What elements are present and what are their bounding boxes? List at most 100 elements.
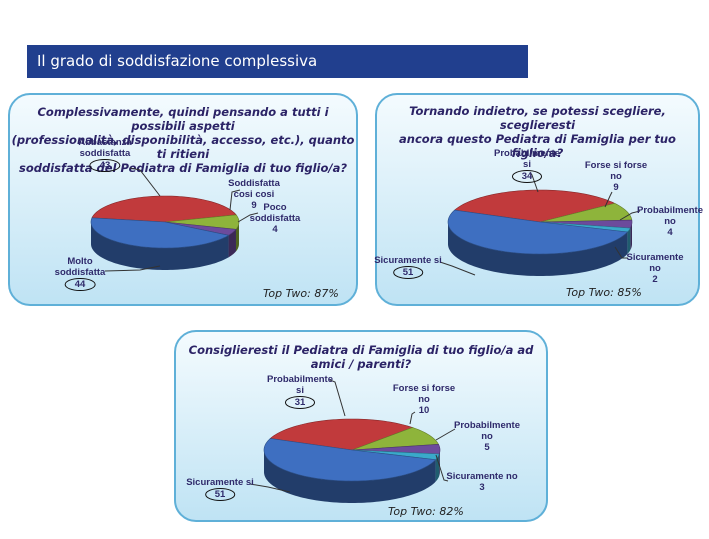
- pie-slice-side: [448, 222, 628, 276]
- question-line: Consiglieresti il Pediatra di Famiglia d…: [188, 343, 534, 371]
- pie-chart-3: [263, 418, 441, 503]
- slice-value: 2: [652, 274, 658, 285]
- slice-value: 10: [418, 405, 430, 416]
- slice-value: 43: [89, 159, 121, 172]
- question: Consiglieresti il Pediatra di Famiglia d…: [176, 343, 546, 371]
- pie-slice-sicuramente-si: [263, 438, 437, 482]
- label-line: Sicuramente no: [446, 471, 518, 482]
- label-line: soddisfatta: [249, 213, 301, 224]
- pie-slice-side: [630, 222, 632, 251]
- pie-slice-side: [439, 450, 440, 476]
- label-line: Molto: [67, 256, 93, 267]
- leader-lines: [104, 167, 641, 493]
- question-line: ancora questo Pediatra di Famiglia per t…: [399, 132, 676, 160]
- pie-slice-soddisfatta-cosi-cosi: [164, 214, 240, 230]
- leader-line: [439, 261, 476, 276]
- slice-label: Soddisfatta cosi cosi 9: [228, 178, 280, 211]
- slice-label: Sicuramente si 51: [374, 255, 442, 279]
- label-line: soddisfatta: [54, 267, 106, 278]
- leader-line: [237, 212, 259, 223]
- question: Complessivamente, quindi pensando a tutt…: [10, 105, 356, 175]
- slice-label: Forse si forse no 10: [393, 383, 455, 416]
- label-line: Probabilmente: [637, 205, 703, 216]
- pie-slice-side: [264, 450, 436, 503]
- label-line: Sicuramente si: [374, 255, 442, 266]
- slice-value: 34: [511, 170, 543, 183]
- slice-value: 5: [484, 442, 490, 453]
- slice-label: Sicuramente si 51: [186, 477, 254, 501]
- leader-line: [614, 246, 628, 259]
- top-two-annotation: Top Two: 85%: [566, 286, 642, 299]
- label-line: no: [649, 263, 661, 274]
- label-line: si: [523, 159, 531, 170]
- question: Tornando indietro, se potessi scegliere,…: [377, 104, 698, 160]
- slice-value: 4: [272, 224, 278, 235]
- slice-label: Poco soddisfatta 4: [250, 202, 301, 235]
- pie-slice-forse-si-forse-no: [351, 427, 440, 451]
- slice-label: Probabilmente no 4: [637, 205, 703, 238]
- slice-label: Probabilmente si 31: [267, 374, 333, 409]
- slice-label: Probabilmente si 34: [494, 148, 560, 183]
- label-line: Sicuramente si: [186, 477, 254, 488]
- top-two-annotation: Top Two: 82%: [388, 505, 464, 518]
- slide-title: Il grado di soddisfazione complessiva: [27, 45, 528, 78]
- label-line: no: [610, 171, 622, 182]
- slice-label: Sicuramente no 2: [626, 252, 683, 285]
- top-two-annotation: Top Two: 87%: [263, 287, 339, 300]
- question-line: (professionalità, disponibilità, accesso…: [11, 133, 355, 161]
- leader-line: [104, 265, 161, 272]
- pie-slice-probabilmente-si: [453, 189, 616, 223]
- label-line: no: [418, 394, 430, 405]
- label-line: Abbastanza: [78, 137, 132, 148]
- label-line: Forse si forse: [584, 160, 648, 171]
- slice-value: 44: [64, 278, 96, 291]
- label-line: Probabilmente: [494, 148, 560, 159]
- question-line: Complessivamente, quindi pensando a tutt…: [37, 105, 329, 133]
- slice-value: 51: [392, 266, 424, 279]
- slice-value: 51: [204, 488, 236, 501]
- leader-line: [249, 483, 291, 493]
- label-line: soddisfatta: [79, 148, 131, 159]
- pie-slice-side: [627, 228, 631, 254]
- slice-label: Abbastanza soddisfatta 43: [78, 137, 132, 172]
- slice-value: 4: [667, 227, 673, 238]
- label-line: no: [664, 216, 676, 227]
- leader-line: [409, 411, 416, 425]
- pie-chart-2: [447, 189, 633, 276]
- question-line: Tornando indietro, se potessi scegliere,…: [409, 104, 666, 132]
- label-line: no: [481, 431, 493, 442]
- label-line: Probabilmente: [267, 374, 333, 385]
- pie-slice-side: [228, 229, 236, 258]
- leader-line: [229, 189, 241, 211]
- leader-line: [604, 191, 613, 208]
- slice-value: 9: [613, 182, 619, 193]
- pie-slice-probabilmente-no: [351, 443, 441, 455]
- slice-label: Probabilmente no 5: [454, 420, 520, 453]
- pie-slice-side: [235, 222, 239, 252]
- label-line: cosi cosi: [233, 189, 275, 200]
- label-line: Sicuramente: [626, 252, 684, 263]
- slice-label: Sicuramente no 3: [446, 471, 517, 493]
- leader-line: [619, 210, 641, 221]
- label-line: Poco: [263, 202, 287, 213]
- pie-slice-abbastanza-soddisfatta: [91, 195, 237, 223]
- pie-slice-sicuramente-si: [447, 209, 629, 255]
- label-line: Soddisfatta: [228, 178, 280, 189]
- pie-slice-molto-soddisfatta: [90, 217, 230, 249]
- label-line: Forse si forse: [392, 383, 456, 394]
- leader-line: [435, 428, 456, 441]
- leader-line: [129, 167, 161, 197]
- slice-value: 31: [284, 396, 316, 409]
- label-line: si: [296, 385, 304, 396]
- leader-line: [329, 379, 346, 417]
- pie-chart-1: [90, 195, 240, 270]
- slice-label: Forse si forse no 9: [585, 160, 647, 193]
- slice-value: 9: [251, 200, 257, 211]
- label-line: Probabilmente: [454, 420, 520, 431]
- pie-slice-side: [91, 222, 229, 270]
- pie-slice-forse-si-forse-no: [539, 202, 633, 223]
- slice-value: 3: [479, 482, 485, 493]
- pie-slice-probabilmente-si: [269, 418, 414, 451]
- slice-label: Molto soddisfatta 44: [54, 256, 106, 291]
